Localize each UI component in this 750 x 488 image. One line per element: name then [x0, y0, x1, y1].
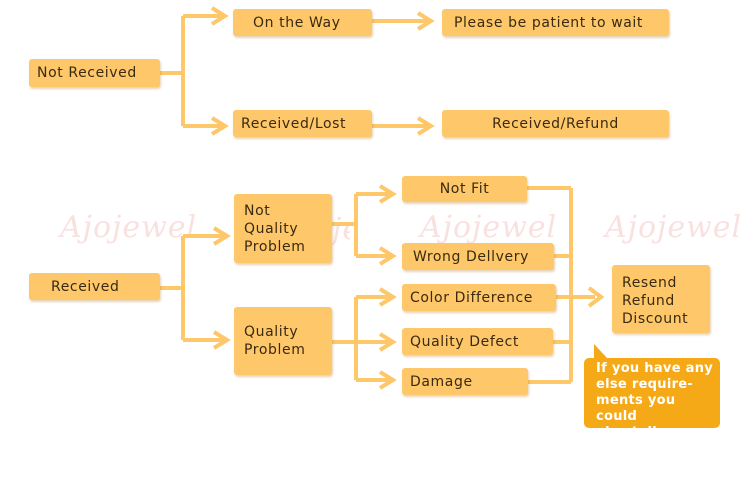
- watermark-left: Ajojewel: [60, 210, 198, 245]
- note-pointer: [594, 344, 608, 359]
- top-connectors: [160, 6, 435, 136]
- please-wait-box: Please be patient to wait: [442, 9, 669, 36]
- arrowhead: [210, 6, 229, 26]
- not-fit-box: Not Fit: [402, 176, 527, 202]
- watermark-middle: Ajojewel: [420, 210, 558, 245]
- received-box: Received: [29, 273, 160, 300]
- arrowhead: [210, 116, 229, 136]
- watermark-right: Ajojewel: [605, 210, 743, 245]
- wrong-delivery-box: Wrong Dellvery: [402, 243, 554, 270]
- quality-problem-box: Quality Problem: [234, 307, 332, 375]
- arrowhead: [416, 11, 435, 31]
- arrowhead: [378, 184, 397, 204]
- solution-box: Resend Refund Discount: [612, 265, 710, 333]
- arrowhead: [212, 330, 231, 350]
- arrowhead: [416, 116, 435, 136]
- arrowhead: [378, 246, 397, 266]
- on-the-way-box: On the Way: [233, 9, 372, 36]
- not-quality-problem-box: Not Quality Problem: [234, 194, 332, 263]
- quality-defect-box: Quality Defect: [402, 328, 553, 355]
- arrowhead: [212, 226, 231, 246]
- arrowhead: [378, 370, 397, 390]
- arrowhead: [587, 286, 605, 308]
- arrowhead: [378, 332, 397, 352]
- damage-box: Damage: [402, 368, 528, 395]
- color-difference-box: Color Difference: [402, 284, 556, 311]
- arrowhead: [378, 287, 397, 307]
- received-lost-box: Received/Lost: [233, 110, 372, 137]
- received-refund-box: Received/Refund: [442, 110, 669, 137]
- note-bubble: If you have any else require- ments you …: [584, 358, 720, 440]
- bottom-connectors: [160, 184, 605, 390]
- not-received-box: Not Received: [29, 59, 160, 87]
